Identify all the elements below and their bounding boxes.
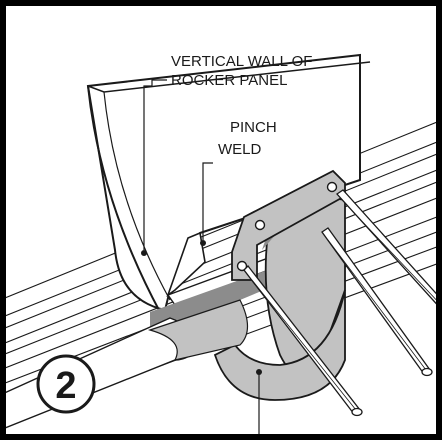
step-number: 2: [55, 365, 76, 407]
label-rocker-line1: VERTICAL WALL OF: [171, 53, 312, 70]
mounting-bracket: [231, 169, 346, 281]
bolt-hole-icon: [236, 260, 248, 272]
leader-dot: [200, 240, 206, 246]
bolt-hole-icon: [254, 219, 266, 231]
leader-dot: [256, 369, 262, 375]
label-pinch-line1: PINCH: [230, 119, 277, 136]
leader-dot: [141, 250, 147, 256]
strap: [213, 197, 346, 401]
label-rocker-line2: ROCKER PANEL: [171, 72, 287, 89]
leader-lines: [143, 79, 260, 440]
step-badge: 2: [36, 354, 96, 414]
bolt-hole-icon: [326, 181, 338, 193]
label-pinch-line2: WELD: [218, 141, 262, 158]
rail-wrap: [147, 299, 249, 361]
drill-bits: [243, 189, 442, 417]
